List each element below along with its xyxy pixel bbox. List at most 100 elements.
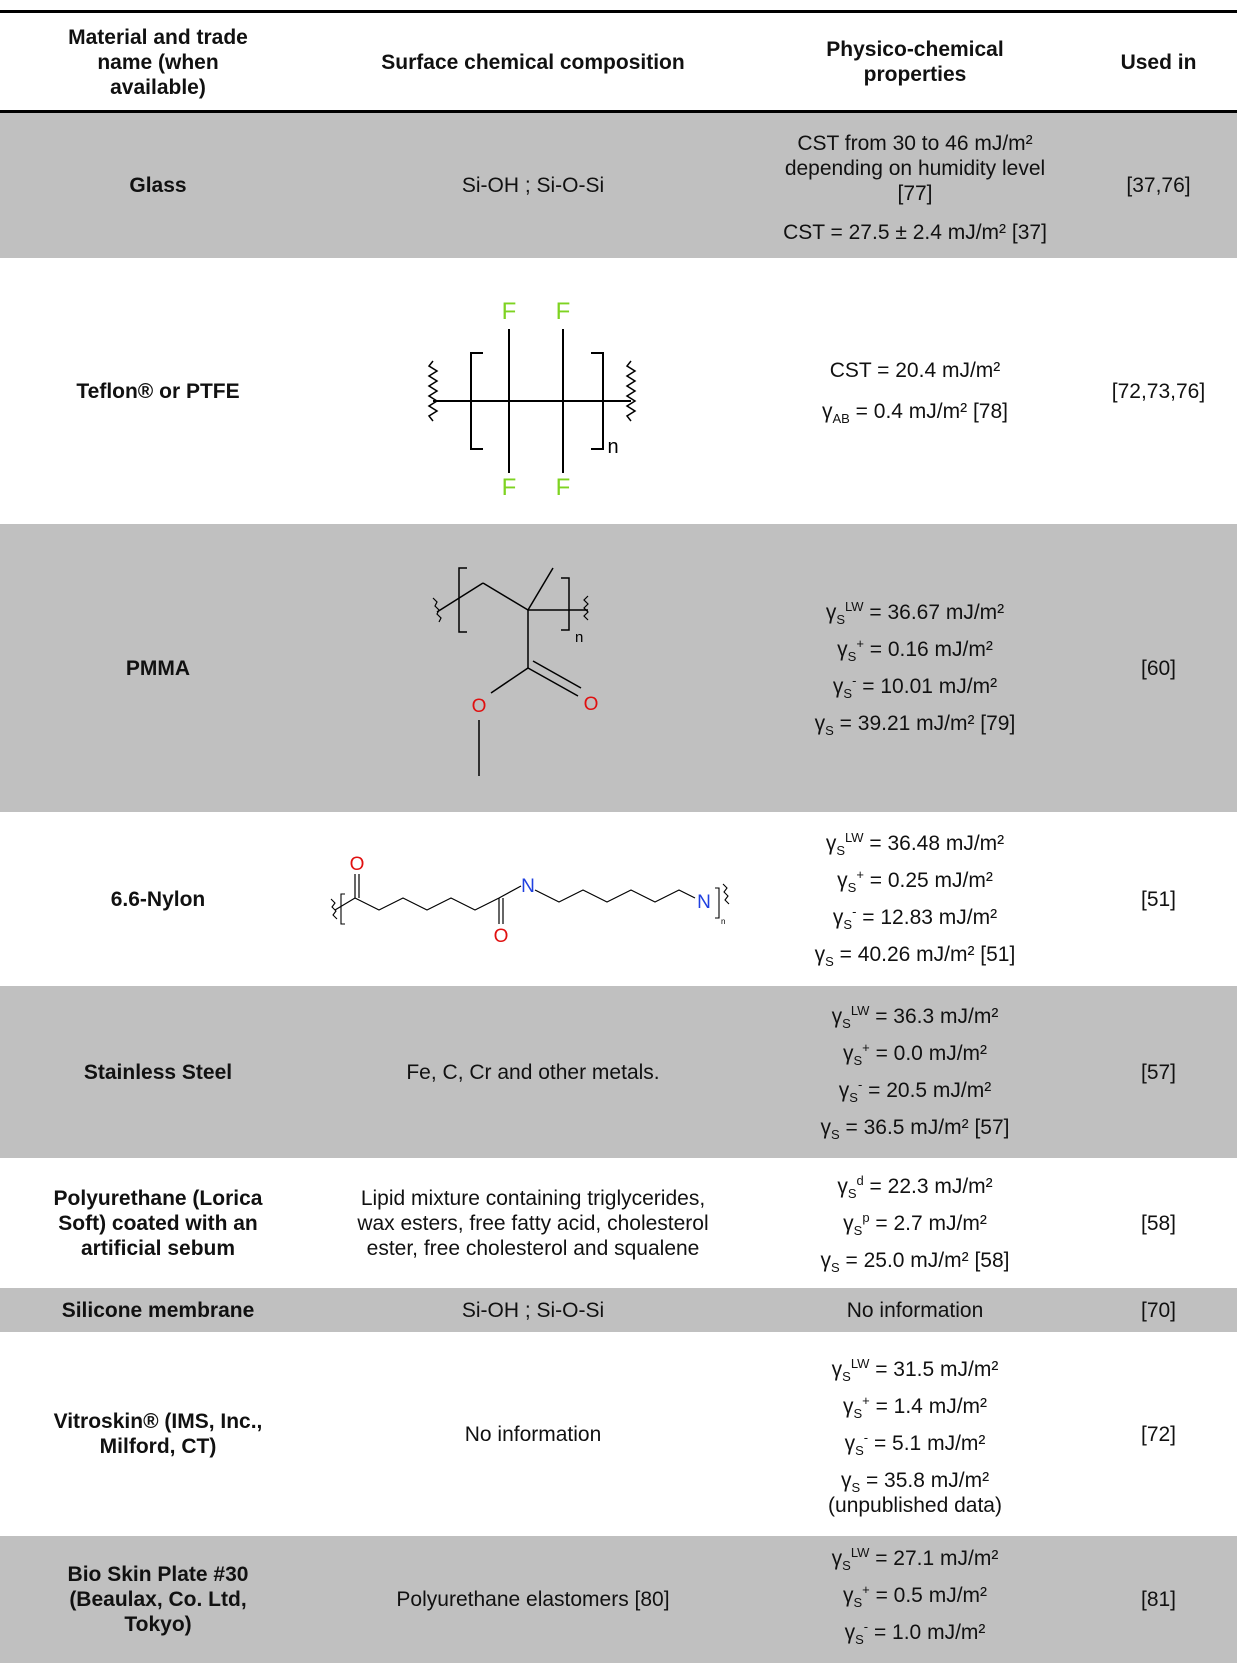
property-text: No information [846,1298,984,1322]
property-subscript: S [849,1090,858,1106]
property-value: = 25.0 mJ/m² [58] [839,1248,1010,1272]
gamma-symbol: γ [814,943,826,966]
property-subscript: S [836,843,845,859]
header-composition: Surface chemical composition [316,14,750,110]
reference-cell: [37,76] [1080,113,1237,258]
reference-text: [57] [1140,1060,1177,1084]
oxygen-label: O [472,696,487,717]
property-line: γSLW = 36.67 mJ/m² [825,600,1004,628]
property-value: = 36.3 mJ/m² [869,1005,999,1028]
repeat-subscript: n [575,629,583,646]
property-value: = 36.5 mJ/m² [57] [839,1116,1010,1139]
gamma-symbol: γ [842,1042,854,1065]
table-row-silicone: Silicone membrane Si-OH ; Si-O-Si No inf… [0,1288,1237,1332]
properties-cell: γSLW = 36.3 mJ/m² γS+ = 0.0 mJ/m² γS- = … [750,986,1080,1158]
composition-text: Si-OH ; Si-O-Si [461,1298,605,1322]
oxygen-label: O [494,926,509,947]
composition-cell: Lipid mixture containing triglycerides, … [316,1158,750,1288]
header-material: Material and trade name (when available) [0,14,316,110]
material-name: Glass [129,174,187,197]
composition-text: Fe, C, Cr and other metals. [406,1060,660,1084]
reference-cell: [81] [1080,1536,1237,1663]
property-superscript: + [856,636,864,651]
property-subscript: S [825,723,834,739]
table-row-nylon: 6.6-Nylon O O N N n γSLW = [0,812,1237,986]
property-line: γSd = 22.3 mJ/m² [837,1172,992,1201]
property-line: γAB = 0.4 mJ/m² [78] [822,399,1008,427]
reference-text: [81] [1140,1588,1177,1611]
gamma-symbol: γ [842,1394,854,1418]
composition-cell: Fe, C, Cr and other metals. [316,986,750,1158]
property-line: γS = 25.0 mJ/m² [58] [821,1248,1010,1274]
gamma-symbol: γ [831,1547,843,1570]
pmma-structure-drawing: n O O [432,567,598,776]
property-value: = 10.01 mJ/m² [856,675,998,698]
property-superscript: - [863,1619,869,1634]
material-name: Tokyo) [124,1613,192,1636]
ptfe-structure: F F F F n [316,258,750,524]
table-row-vitroskin: Vitroskin® (IMS, Inc., Milford, CT) No i… [0,1332,1237,1536]
material-cell: Silicone membrane [0,1288,316,1332]
properties-cell: γSLW = 36.67 mJ/m² γS+ = 0.16 mJ/m² γS- … [750,524,1080,812]
fluorine-label: F [502,298,517,325]
gamma-symbol: γ [820,1116,832,1139]
property-value: = 0.0 mJ/m² [869,1042,988,1065]
property-value: = 1.0 mJ/m² [868,1621,986,1644]
property-value: = 35.8 mJ/m² [860,1468,990,1492]
reference-text: [37,76] [1126,174,1191,197]
property-superscript: + [862,1582,870,1597]
property-value: = 2.7 mJ/m² [869,1211,987,1235]
top-rule [0,10,1237,13]
header-line: Surface chemical composition [381,50,685,74]
composition-text: wax esters, free fatty acid, cholesterol [357,1211,709,1235]
gamma-symbol: γ [832,675,844,698]
property-superscript: d [856,1172,864,1188]
gamma-symbol: γ [825,601,837,624]
gamma-symbol: γ [842,1584,854,1607]
property-value: = 0.4 mJ/m² [78] [849,400,1008,423]
gamma-symbol: γ [831,1005,843,1028]
property-superscript: - [852,673,857,688]
composition-cell: Polyurethane elastomers [80] [316,1536,750,1663]
property-subscript: AB [832,411,850,427]
material-cell: Polyurethane (Lorica Soft) coated with a… [0,1158,316,1288]
material-name: Teflon® or PTFE [76,379,240,403]
material-name: PMMA [125,656,191,680]
properties-cell: No information [750,1288,1080,1332]
property-line: CST = 27.5 ± 2.4 mJ/m² [37] [783,221,1047,244]
repeat-subscript: n [721,917,725,926]
material-cell: Stainless Steel [0,986,316,1158]
property-superscript: - [863,1429,869,1445]
reference-text: [58] [1140,1211,1177,1235]
gamma-symbol: γ [825,832,837,855]
property-subscript: S [847,1185,857,1201]
composition-cell: No information [316,1332,750,1536]
gamma-symbol: γ [844,1621,856,1644]
table-row-stainless-steel: Stainless Steel Fe, C, Cr and other meta… [0,986,1237,1158]
property-subscript: S [853,1053,863,1069]
property-superscript: + [862,1040,870,1055]
nitrogen-label: N [521,876,535,897]
property-line: γS = 39.21 mJ/m² [79] [815,711,1016,739]
property-value: = 5.1 mJ/m² [868,1431,986,1455]
property-superscript: - [852,904,857,919]
reference-cell: [72,73,76] [1080,258,1237,524]
property-superscript: LW [850,1545,870,1560]
header-used-in: Used in [1080,14,1237,110]
nitrogen-label: N [697,892,711,913]
property-subscript: S [843,917,853,933]
property-subscript: S [842,1368,851,1384]
property-value: = 0.25 mJ/m² [863,869,993,892]
property-line: γS- = 5.1 mJ/m² [845,1429,986,1457]
property-value: = 12.83 mJ/m² [856,906,998,929]
fluorine-label: F [502,474,517,501]
property-line: γS+ = 0.25 mJ/m² [837,868,993,894]
property-value: = 0.16 mJ/m² [863,638,993,661]
reference-text: [70] [1140,1298,1177,1322]
property-superscript: LW [844,830,864,845]
ptfe-structure-drawing: F F F F n [427,298,637,501]
material-name: Bio Skin Plate #30 [67,1563,249,1586]
property-subscript: S [855,1632,864,1648]
property-line: γSLW = 36.3 mJ/m² [831,1004,999,1030]
property-subscript: S [836,612,845,628]
